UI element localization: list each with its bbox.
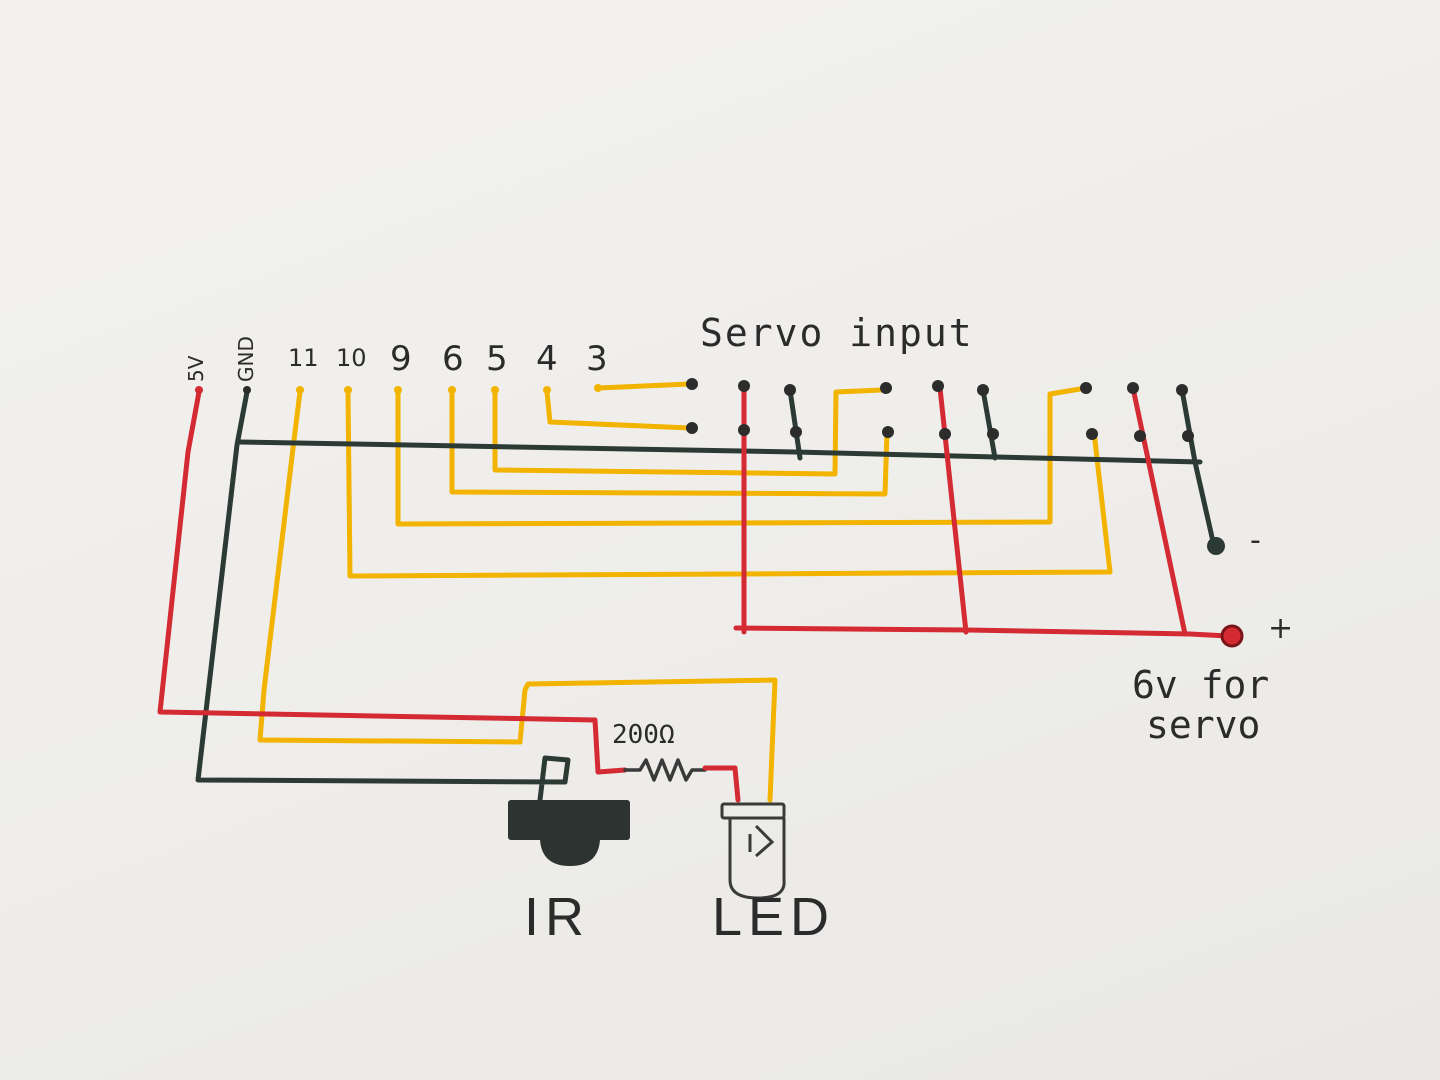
header-dot xyxy=(1080,382,1092,394)
wire-5v xyxy=(157,389,628,775)
power-wires xyxy=(157,385,1231,803)
header-dot xyxy=(1127,382,1139,394)
gnd-drop-3 xyxy=(1179,387,1217,549)
wire-gnd xyxy=(195,389,571,803)
power-note-line1: 6v for xyxy=(1132,663,1270,707)
gnd-bus xyxy=(237,439,1203,465)
wire-pin6 xyxy=(449,389,890,497)
pin-label-4: 4 xyxy=(536,339,558,379)
pin-label-5v: 5V xyxy=(184,355,208,382)
pin-dot-5 xyxy=(491,386,499,394)
terminal-minus xyxy=(1207,537,1225,555)
pin-label-5: 5 xyxy=(486,339,508,379)
terminal-plus xyxy=(1220,624,1244,648)
pin-dot-6 xyxy=(448,386,456,394)
power-bus xyxy=(733,625,1231,639)
pwr-drop-2 xyxy=(937,385,969,635)
header-dot xyxy=(784,384,796,396)
header-dot xyxy=(686,378,698,390)
ground-wires xyxy=(195,387,1217,803)
pin-dot-10 xyxy=(344,386,352,394)
wire-pin3 xyxy=(595,381,693,391)
header-dot xyxy=(686,422,698,434)
header-dot xyxy=(1086,428,1098,440)
wire-pin5 xyxy=(492,387,885,477)
diagram-title: Servo input xyxy=(700,311,974,355)
wire-pin4 xyxy=(544,389,693,431)
power-note-line2: servo xyxy=(1146,703,1261,747)
plus-label: + xyxy=(1268,611,1294,646)
gnd-drop-2 xyxy=(980,387,998,461)
wire-led xyxy=(702,765,741,803)
header-dot xyxy=(932,380,944,392)
resistor-zigzag xyxy=(623,758,707,782)
header-dot xyxy=(1176,384,1188,396)
wire-pin9 xyxy=(395,385,1089,527)
ir-label: IR xyxy=(524,887,590,947)
pin-label-9: 9 xyxy=(390,339,412,379)
pin-dot-3 xyxy=(594,384,602,392)
header-dot xyxy=(1134,430,1146,442)
wire-pin11 xyxy=(257,389,778,803)
pin-label-3: 3 xyxy=(586,339,608,379)
header-dot xyxy=(977,384,989,396)
signal-wires xyxy=(257,381,1113,803)
pin-label-6: 6 xyxy=(442,339,464,379)
header-dot xyxy=(1182,430,1194,442)
led-icon xyxy=(720,802,786,900)
pin-dot-4 xyxy=(543,386,551,394)
header-dot xyxy=(939,428,951,440)
pin-dot-9 xyxy=(394,386,402,394)
header-dot xyxy=(987,428,999,440)
header-dot xyxy=(790,426,802,438)
servo-header xyxy=(195,378,1194,442)
pwr-drop-3 xyxy=(1130,385,1188,637)
wire-pin10 xyxy=(345,389,1113,579)
pin-dot-11 xyxy=(296,386,304,394)
header-dot xyxy=(738,380,750,392)
header-dot xyxy=(880,382,892,394)
pin-dot-gnd xyxy=(243,386,251,394)
gnd-drop-1 xyxy=(787,387,803,461)
header-dot xyxy=(882,426,894,438)
led-label: LED xyxy=(712,887,836,947)
minus-label: - xyxy=(1250,523,1261,558)
ir-receiver-icon xyxy=(508,800,630,866)
pin-label-11: 11 xyxy=(288,344,319,372)
pin-label-gnd: GND xyxy=(234,336,258,382)
header-dot xyxy=(738,424,750,436)
pin-label-10: 10 xyxy=(336,344,367,372)
pin-dot-5v xyxy=(195,386,203,394)
resistor-label: 200Ω xyxy=(612,720,675,750)
